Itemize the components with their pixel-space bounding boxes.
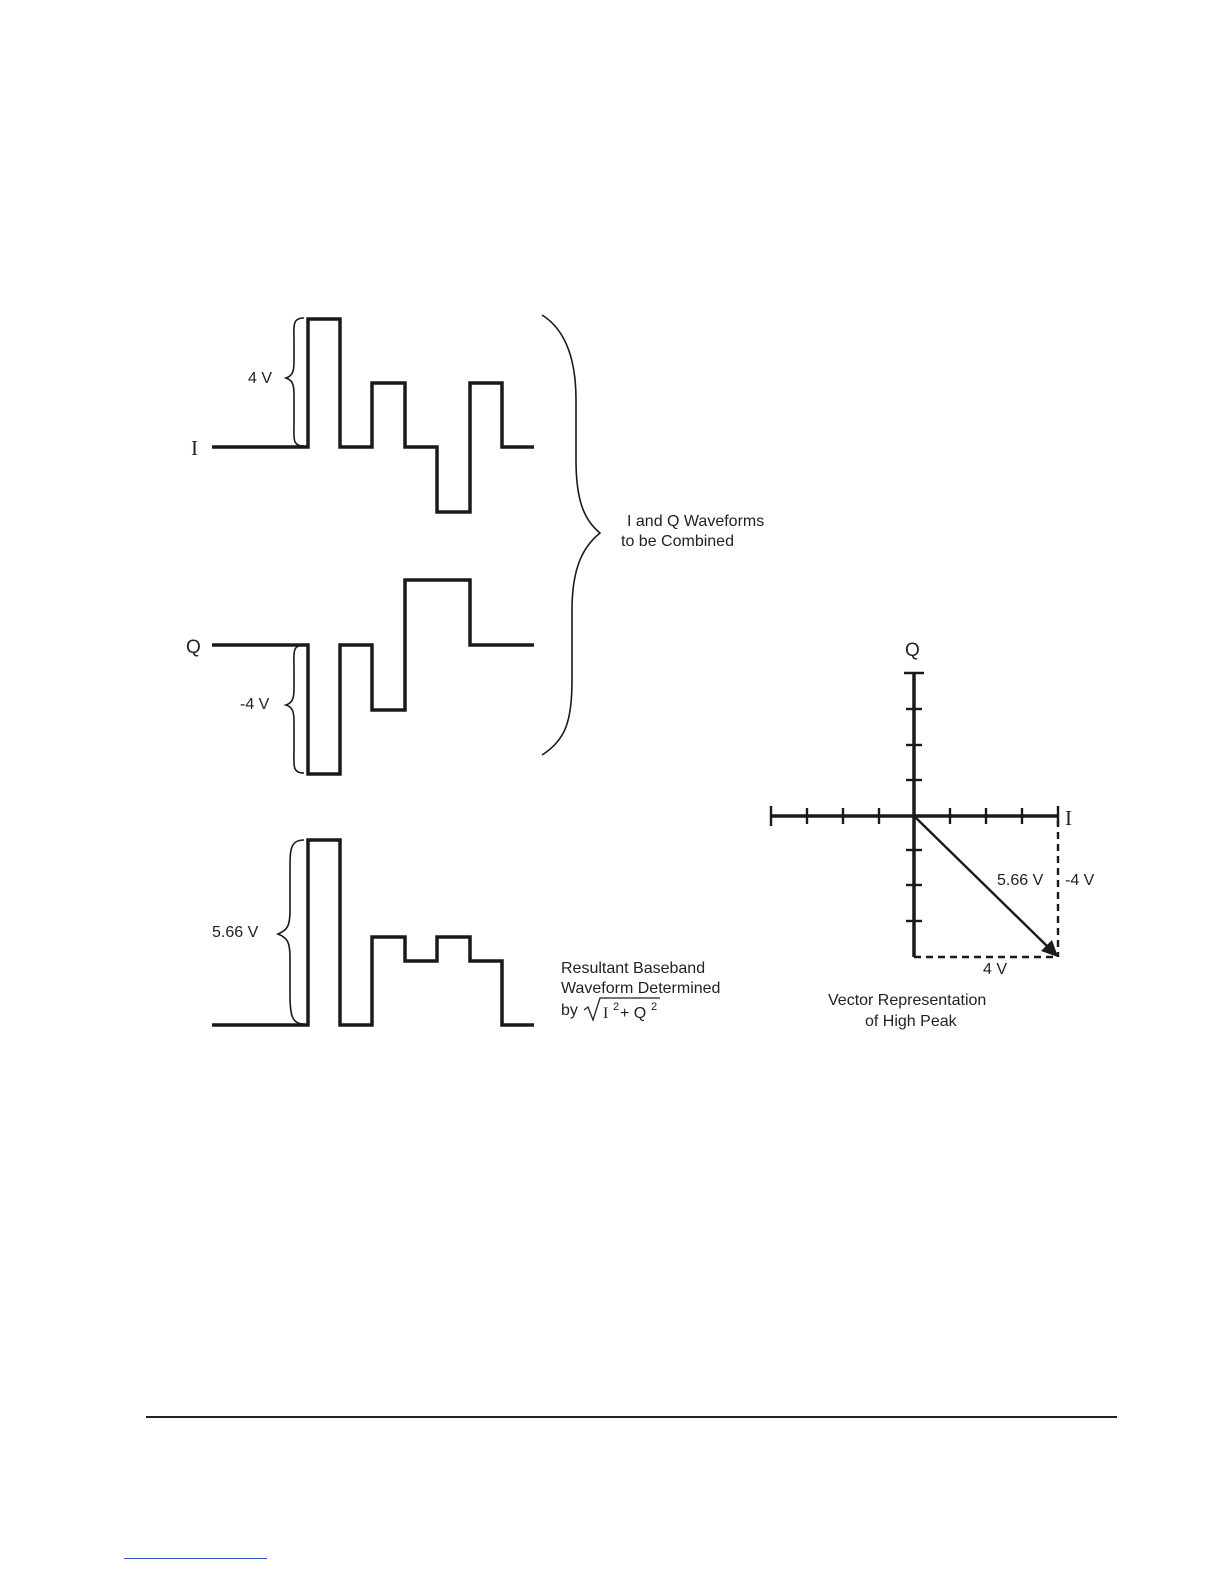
iq-group-brace: I and Q Waveforms to be Combined: [542, 315, 764, 755]
resultant-caption-line1: Resultant Baseband: [561, 960, 705, 977]
vector-caption-line2: of High Peak: [865, 1013, 958, 1030]
footer-link-underline[interactable]: [124, 1558, 267, 1559]
i-waveform-trace: [212, 319, 534, 512]
iq-caption-line1: I and Q Waveforms: [627, 513, 764, 530]
resultant-waveform-trace: [212, 840, 534, 1025]
vector-q-axis-label: Q: [905, 640, 920, 661]
resultant-waveform-group: 5.66 V Resultant Baseband Waveform Deter…: [212, 840, 720, 1025]
vector-magnitude-label: 5.66 V: [997, 872, 1044, 889]
sqrt-formula: I 2 + Q 2: [584, 998, 660, 1022]
formula-plus-q: + Q: [620, 1005, 646, 1022]
vector-i-component-label: 4 V: [983, 961, 1007, 978]
q-amplitude-brace: [286, 645, 304, 773]
vector-caption-line1: Vector Representation: [828, 992, 986, 1009]
iq-caption-line2: to be Combined: [621, 533, 734, 550]
footer-rule: [146, 1416, 1117, 1418]
i-waveform-group: I 4 V: [191, 318, 534, 512]
q-amplitude-label: -4 V: [240, 696, 270, 713]
vector-q-component-label: -4 V: [1065, 872, 1095, 889]
formula-q-exponent: 2: [651, 1001, 657, 1013]
q-waveform-trace: [212, 580, 534, 774]
vector-diagram: Q I 5.66 V -4 V 4 V Vector Represen: [771, 640, 1095, 1030]
i-amplitude-brace: [286, 318, 304, 446]
vector-i-axis-label: I: [1065, 806, 1072, 830]
q-waveform-group: Q -4 V: [186, 580, 534, 774]
formula-i-exponent: 2: [613, 1001, 619, 1013]
resultant-caption-line2: Waveform Determined: [561, 980, 720, 997]
resultant-caption-by: by: [561, 1002, 578, 1019]
i-waveform-label: I: [191, 436, 198, 460]
resultant-amplitude-brace: [278, 840, 304, 1024]
formula-i-symbol: I: [603, 1005, 608, 1022]
q-waveform-label: Q: [186, 637, 201, 658]
i-amplitude-label: 4 V: [248, 370, 272, 387]
resultant-amplitude-label: 5.66 V: [212, 924, 259, 941]
